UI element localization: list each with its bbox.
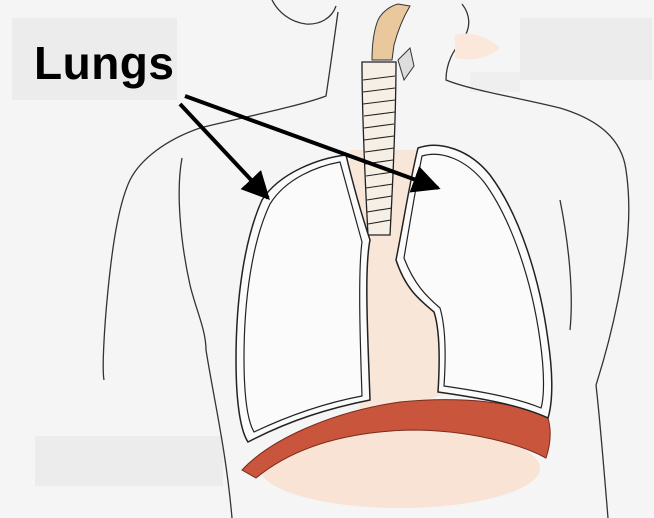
lungs-label: Lungs: [34, 40, 174, 86]
lung-left-icon: [236, 155, 370, 442]
arrow-to-left-lung: [180, 104, 268, 198]
